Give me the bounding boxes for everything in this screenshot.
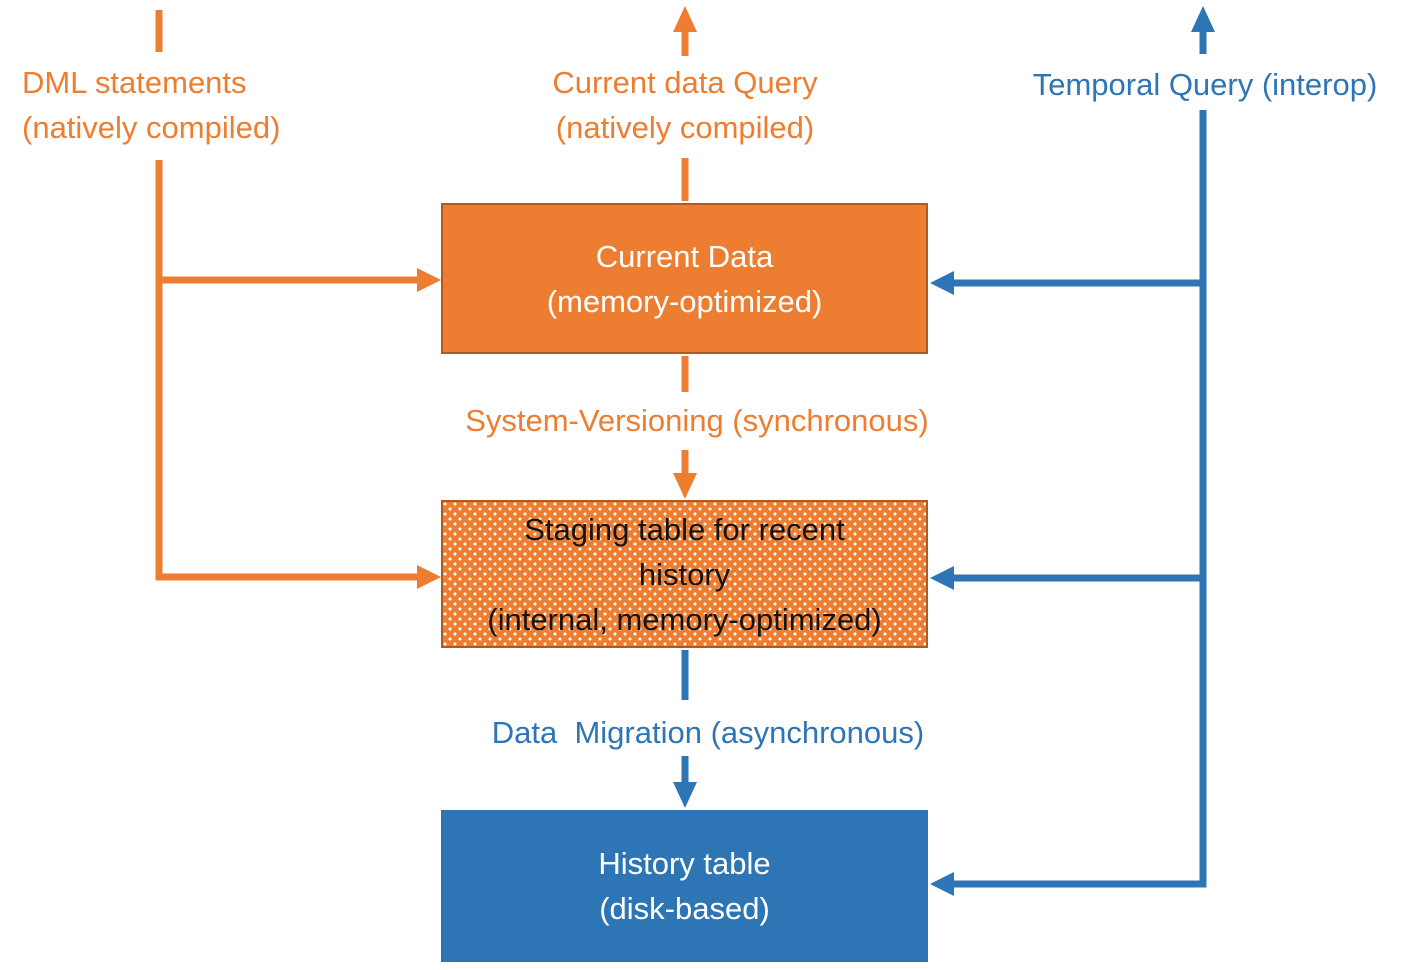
node-history-table: History table (disk-based)	[441, 810, 928, 962]
node-staging-table: Staging table for recent history (intern…	[441, 500, 928, 648]
temporal-query-label: Temporal Query (interop)	[1032, 67, 1378, 102]
current-data-query-label: Current data Query (natively compiled)	[552, 65, 818, 145]
system-versioning-label: System-Versioning (synchronous)	[465, 403, 929, 438]
dml-to-current-data-arrow	[155, 160, 441, 589]
temporal-query-up-arrow	[1191, 6, 1215, 54]
temporal-to-current-data-arrow	[930, 271, 1200, 295]
node-current-data: Current Data (memory-optimized)	[441, 203, 928, 354]
temporal-to-history-arrow	[930, 110, 1207, 896]
temporal-to-staging-arrow	[930, 566, 1200, 590]
data-migration-label: Data Migration (asynchronous)	[491, 715, 925, 750]
dml-statements-label: DML statements (natively compiled)	[22, 65, 281, 145]
